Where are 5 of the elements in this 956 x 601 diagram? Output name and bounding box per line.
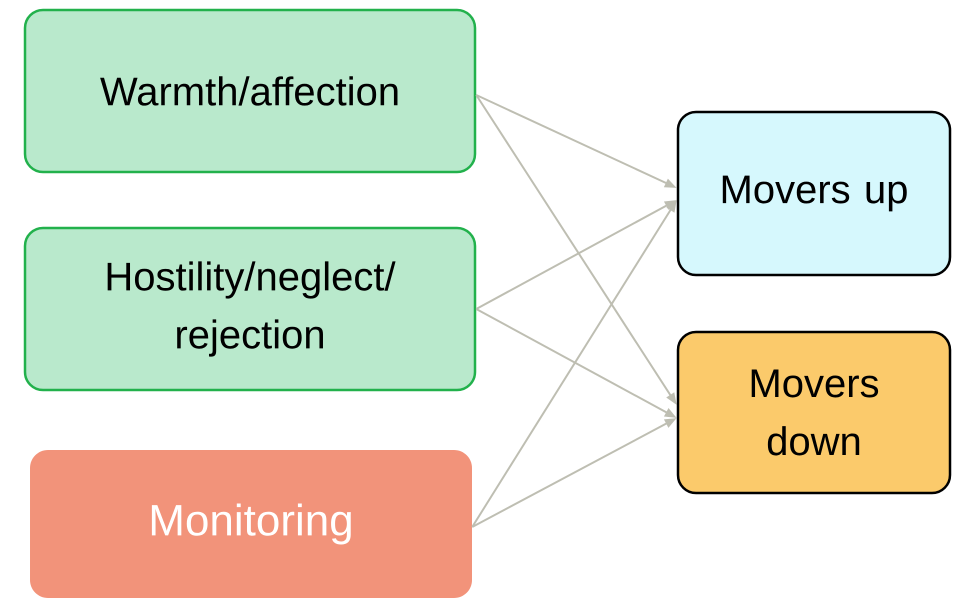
outcome-box: Movers up — [676, 110, 952, 276]
process-box: Hostility/neglect/ rejection — [24, 226, 476, 392]
process-box: Monitoring — [30, 450, 472, 598]
process-box: Warmth/affection — [24, 8, 476, 174]
outcome-box: Movers down — [676, 330, 952, 494]
